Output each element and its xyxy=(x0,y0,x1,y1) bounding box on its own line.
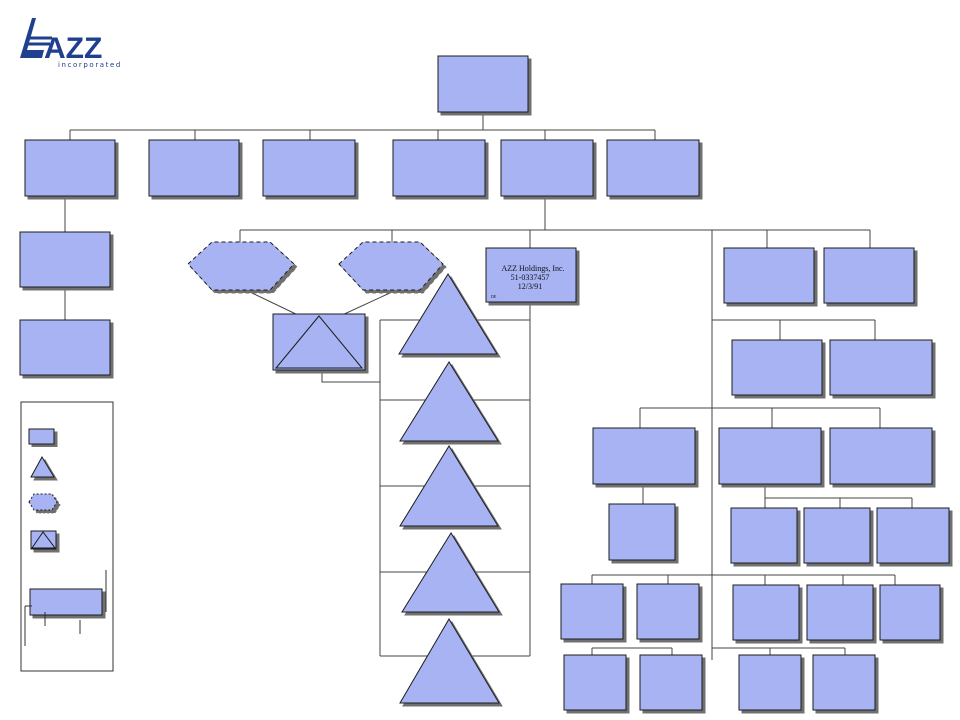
entity-box xyxy=(560,583,624,640)
entity-box xyxy=(806,584,874,641)
entity-box xyxy=(876,507,950,564)
entity-box xyxy=(148,139,240,197)
entity-box xyxy=(718,427,822,485)
azz-logo: AZZ incorporated xyxy=(20,18,122,69)
labeled-entity-box xyxy=(485,247,577,303)
hexagon-entities xyxy=(187,241,444,291)
azz-logo-wordmark: AZZ xyxy=(44,32,102,65)
triangle-entity xyxy=(399,361,499,442)
entity-box xyxy=(639,654,703,711)
entity-box xyxy=(829,339,933,396)
entity-box xyxy=(19,231,111,288)
triangle-entity xyxy=(399,618,500,704)
entity-box xyxy=(608,503,676,561)
entity-box xyxy=(392,139,486,197)
entity-box xyxy=(730,507,798,564)
entity-box xyxy=(823,247,915,304)
triangle-entity xyxy=(399,445,499,527)
hexagon-entity xyxy=(338,241,444,291)
legend-triangle-icon xyxy=(30,455,55,478)
entity-box xyxy=(500,139,594,197)
entity-box xyxy=(879,584,941,641)
entity-box xyxy=(606,139,700,197)
legend-rectangle-triangle-icon xyxy=(30,530,57,550)
labeled-entity-card: AZZ Holdings, Inc. 51-0337457 12/3/91 DE xyxy=(485,247,577,303)
labeled-entity-date: 12/3/91 xyxy=(518,282,542,291)
triangle-entity xyxy=(398,273,498,355)
rectangle-with-triangle-entity xyxy=(272,313,366,371)
labeled-entity-name: AZZ Holdings, Inc. xyxy=(501,264,564,273)
entity-box xyxy=(812,654,876,711)
entity-box xyxy=(24,139,116,197)
azz-logo-subtitle: incorporated xyxy=(58,61,122,69)
entity-box xyxy=(829,427,933,485)
entity-box xyxy=(803,507,871,564)
entity-box xyxy=(19,319,111,376)
azz-logo-stripes-icon xyxy=(27,36,52,46)
entity-box xyxy=(262,139,356,197)
entity-box-top xyxy=(437,55,529,113)
legend-hexagon-icon xyxy=(28,493,58,511)
triangle-entities xyxy=(398,273,500,704)
labeled-entity-note: DE xyxy=(491,294,497,299)
entity-box xyxy=(732,584,800,641)
entity-box xyxy=(592,427,696,485)
azz-logo-mark-icon xyxy=(20,18,44,58)
legend xyxy=(20,401,114,672)
entity-box xyxy=(723,247,815,304)
entity-box xyxy=(738,654,802,711)
legend-rectangle-icon xyxy=(28,428,55,445)
entity-box xyxy=(563,654,627,711)
entity-boxes xyxy=(19,55,950,711)
entity-box xyxy=(731,339,823,396)
labeled-entity-id: 51-0337457 xyxy=(511,273,550,282)
triangle-entity xyxy=(401,532,500,613)
legend-bracketed-rectangle-icon xyxy=(24,570,107,646)
entity-box xyxy=(636,583,700,640)
hexagon-entity xyxy=(187,241,295,291)
